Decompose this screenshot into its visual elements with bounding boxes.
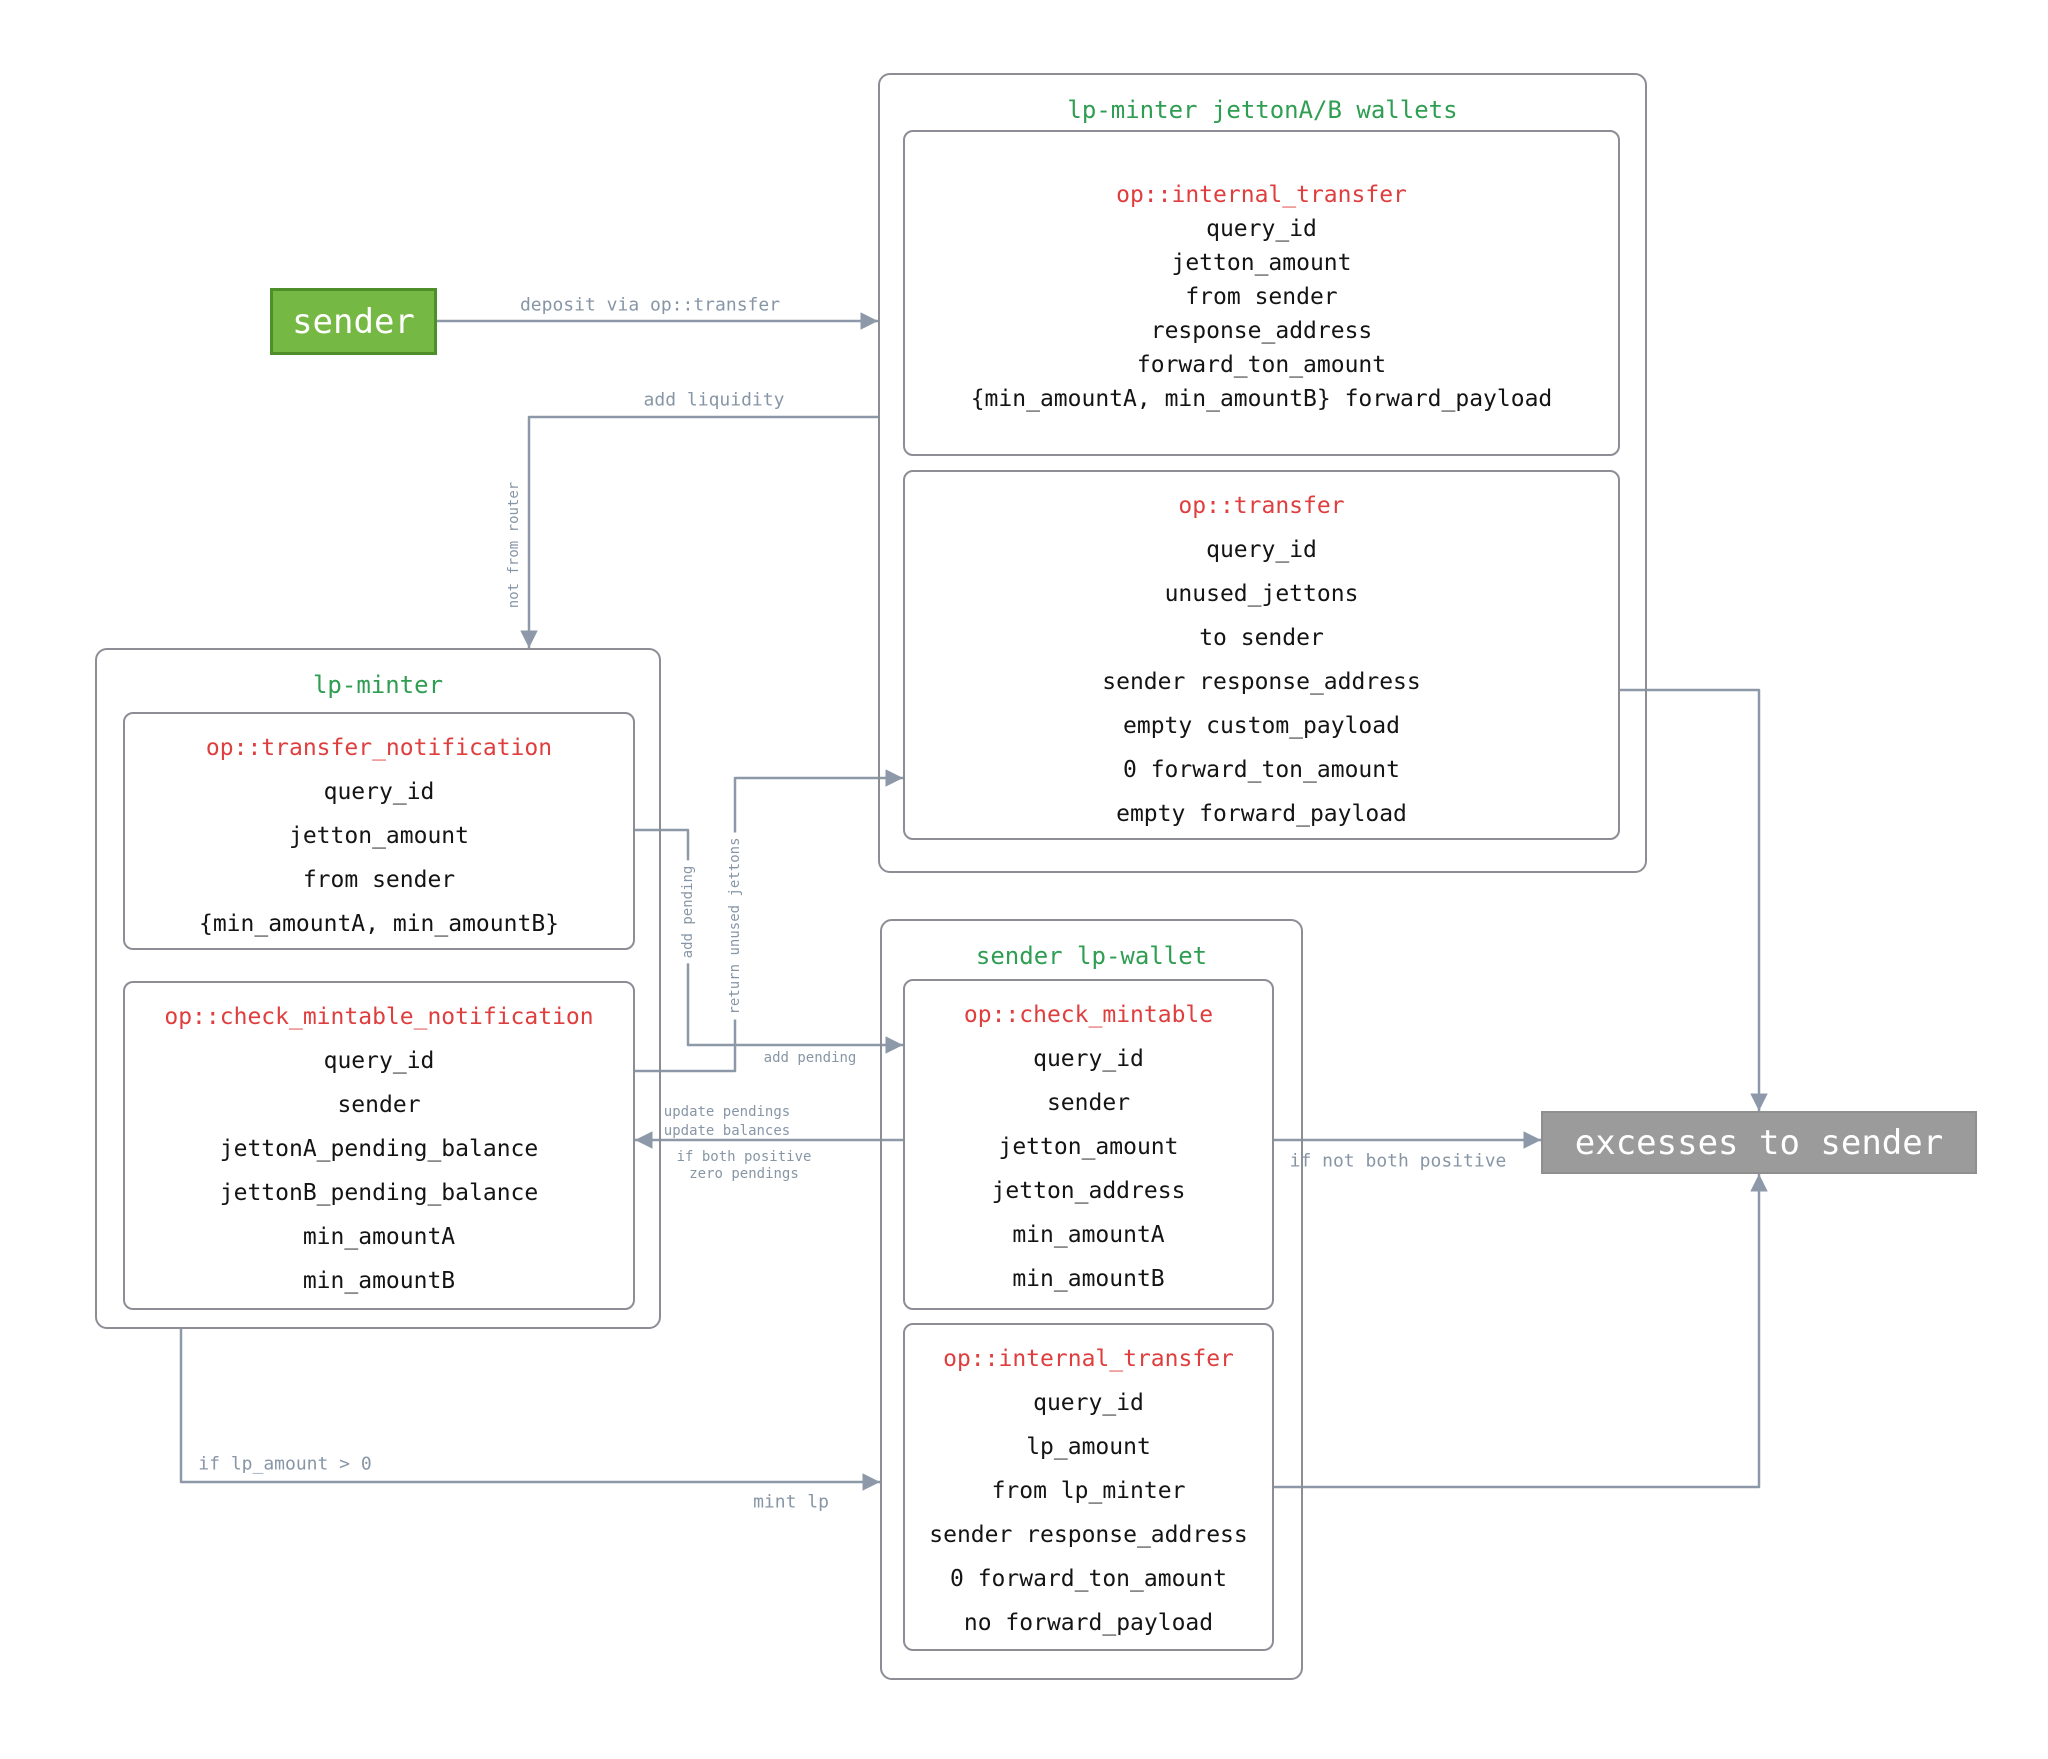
param-line: no forward_payload	[963, 1610, 1214, 1636]
sender-node: sender	[270, 288, 437, 355]
label-if-lp-amount-positive: if lp_amount > 0	[198, 1453, 372, 1475]
param-line: empty forward_payload	[1116, 801, 1407, 827]
param-line: {min_amountA, min_amountB} forward_paylo…	[970, 386, 1553, 412]
label-not-from-router: not from router	[506, 481, 522, 609]
box-internal-transfer-lp: op::internal_transfer query_id lp_amount…	[903, 1323, 1274, 1651]
label-zero-pendings: zero pendings	[689, 1166, 799, 1182]
param-line: sender	[1046, 1090, 1131, 1116]
param-line: {min_amountA, min_amountB}	[198, 911, 560, 937]
param-line: from lp_minter	[991, 1478, 1186, 1504]
label-add-pending-vertical: add pending	[680, 860, 696, 964]
group-jetton-wallets: lp-minter jettonA/B wallets	[878, 73, 1647, 873]
op-title: op::internal_transfer	[943, 1346, 1234, 1372]
group-lp-minter-title: lp-minter	[312, 671, 444, 699]
label-update-pendings: update pendings	[663, 1104, 791, 1120]
param-line: jetton_amount	[288, 823, 469, 849]
group-lp-minter: lp-minter	[95, 648, 661, 1329]
op-title: op::transfer	[1178, 493, 1345, 519]
edge-add-pending	[635, 828, 903, 1054]
param-line: 0 forward_ton_amount	[1123, 757, 1400, 783]
label-add-pending: add pending	[763, 1050, 857, 1066]
param-line: min_amountB	[302, 1268, 456, 1294]
edge-transfer-to-excesses	[1620, 688, 1768, 1111]
param-line: to sender	[1199, 625, 1324, 651]
param-line: 0 forward_ton_amount	[950, 1566, 1227, 1592]
label-if-both-positive: if both positive	[676, 1149, 812, 1165]
param-line: response_address	[1150, 318, 1373, 344]
box-transfer-notification: op::transfer_notification query_id jetto…	[123, 712, 635, 950]
op-title: op::transfer_notification	[205, 735, 553, 761]
param-line: sender	[337, 1092, 421, 1118]
param-line: sender response_address	[929, 1522, 1248, 1548]
box-transfer: op::transfer query_id unused_jettons to …	[903, 470, 1620, 840]
param-line: query_id	[323, 779, 435, 805]
param-line: jetton_amount	[1171, 250, 1352, 276]
param-line: forward_ton_amount	[1136, 352, 1387, 378]
param-line: jetton_address	[991, 1178, 1186, 1204]
param-line: lp_amount	[1026, 1434, 1151, 1460]
excesses-to-sender-node: excesses to sender	[1541, 1111, 1977, 1174]
label-mint-lp: mint lp	[753, 1491, 829, 1513]
edge-mint-lp	[179, 1329, 880, 1491]
group-jetton-wallets-title: lp-minter jettonA/B wallets	[1067, 96, 1458, 124]
param-line: min_amountA	[1012, 1222, 1165, 1248]
label-deposit-via-transfer: deposit via op::transfer	[519, 294, 781, 316]
box-check-mintable: op::check_mintable query_id sender jetto…	[903, 979, 1274, 1310]
param-line: query_id	[1206, 216, 1317, 242]
param-line: from sender	[1185, 284, 1338, 310]
group-lp-wallet: sender lp-wallet	[880, 919, 1303, 1680]
label-return-unused-jettons: return unused jettons	[727, 832, 743, 1020]
param-line: query_id	[1206, 537, 1317, 563]
group-lp-wallet-title: sender lp-wallet	[975, 942, 1208, 970]
param-line: min_amountA	[302, 1224, 456, 1250]
edge-return-unused-jettons	[635, 769, 903, 1073]
edge-mint-to-excesses	[1274, 1174, 1768, 1489]
edge-add-liquidity	[520, 415, 878, 648]
param-line: sender response_address	[1102, 669, 1421, 695]
param-line: unused_jettons	[1164, 581, 1359, 607]
label-update-balances: update balances	[663, 1123, 791, 1139]
label-add-liquidity: add liquidity	[643, 389, 785, 411]
param-line: jettonB_pending_balance	[219, 1180, 539, 1206]
param-line: empty custom_payload	[1123, 713, 1400, 739]
op-title: op::internal_transfer	[1116, 182, 1407, 208]
param-line: query_id	[323, 1048, 435, 1074]
param-line: jetton_amount	[998, 1134, 1179, 1160]
param-line: min_amountB	[1012, 1266, 1165, 1292]
param-line: query_id	[1033, 1390, 1144, 1416]
box-check-mintable-notification: op::check_mintable_notification query_id…	[123, 981, 635, 1310]
param-line: jettonA_pending_balance	[219, 1136, 539, 1162]
op-title: op::check_mintable_notification	[164, 1004, 594, 1030]
op-title: op::check_mintable	[963, 1002, 1214, 1028]
box-internal-transfer-wallets: op::internal_transfer query_id jetton_am…	[903, 130, 1620, 456]
param-line: query_id	[1033, 1046, 1144, 1072]
param-line: from sender	[302, 867, 456, 893]
label-if-not-both-positive: if not both positive	[1289, 1150, 1507, 1172]
